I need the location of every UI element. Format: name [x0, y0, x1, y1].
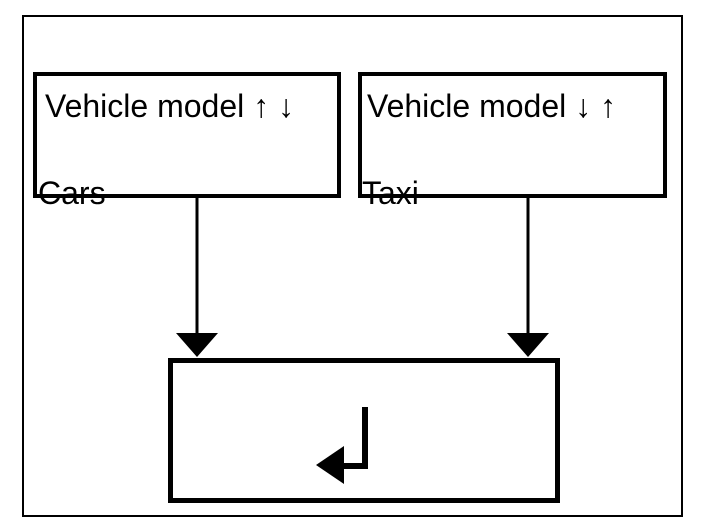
node-cars-title: Vehicle model ↑ ↓: [45, 88, 295, 124]
node-taxi-box: [358, 72, 667, 198]
node-taxi-label: Taxi: [362, 175, 419, 211]
node-cars-label: Cars: [38, 175, 106, 211]
node-taxi-title: Vehicle model ↓ ↑: [367, 88, 617, 124]
diagram-frame: [22, 15, 683, 517]
node-cars-box: [33, 72, 341, 198]
node-merge-box: [168, 358, 560, 503]
